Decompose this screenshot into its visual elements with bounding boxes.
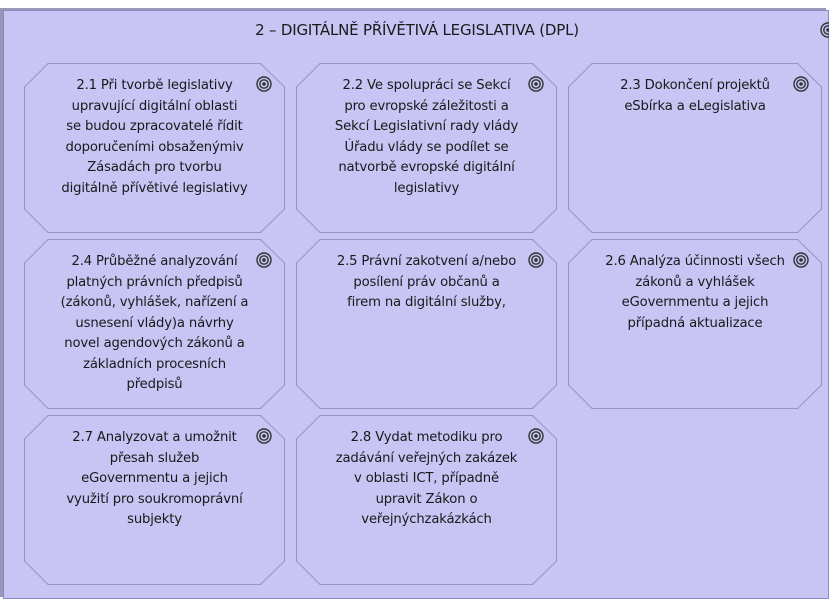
card-text: 2.2 Ve spolupráci se Sekcí pro evropské … xyxy=(334,78,519,196)
target-icon[interactable] xyxy=(793,252,809,268)
target-icon[interactable] xyxy=(528,252,544,268)
card-2-4[interactable]: 2.4 Průběžné analyzování platných právní… xyxy=(24,239,285,409)
panel-title: 2 – DIGITÁLNĚ PŘÍVĚTIVÁ LEGISLATIVA (DPL… xyxy=(255,21,579,39)
card-text: 2.6 Analýza účinnosti všech zákonů a vyh… xyxy=(605,254,785,331)
target-icon[interactable] xyxy=(528,428,544,444)
dpl-panel: 2 – DIGITÁLNĚ PŘÍVĚTIVÁ LEGISLATIVA (DPL… xyxy=(3,10,829,599)
card-2-5[interactable]: 2.5 Právní zakotvení a/nebo posílení prá… xyxy=(296,239,557,409)
card-2-6[interactable]: 2.6 Analýza účinnosti všech zákonů a vyh… xyxy=(568,239,822,409)
card-text: 2.7 Analyzovat a umožnit přesah služeb e… xyxy=(66,430,243,527)
card-text: 2.4 Průběžné analyzování platných právní… xyxy=(60,254,249,392)
card-2-8[interactable]: 2.8 Vydat metodiku pro zadávání veřejnýc… xyxy=(296,415,557,585)
target-icon[interactable] xyxy=(256,252,272,268)
card-2-7[interactable]: 2.7 Analyzovat a umožnit přesah služeb e… xyxy=(24,415,285,585)
card-text: 2.3 Dokončení projektů eSbírka a eLegisl… xyxy=(620,78,770,114)
card-2-3[interactable]: 2.3 Dokončení projektů eSbírka a eLegisl… xyxy=(568,63,822,233)
target-icon[interactable] xyxy=(528,76,544,92)
target-icon[interactable] xyxy=(820,22,829,38)
target-icon[interactable] xyxy=(256,76,272,92)
card-text: 2.8 Vydat metodiku pro zadávání veřejnýc… xyxy=(335,430,518,527)
card-text: 2.1 Při tvorbě legislativy upravující di… xyxy=(61,78,248,196)
card-2-2[interactable]: 2.2 Ve spolupráci se Sekcí pro evropské … xyxy=(296,63,557,233)
card-2-1[interactable]: 2.1 Při tvorbě legislativy upravující di… xyxy=(24,63,285,233)
target-icon[interactable] xyxy=(256,428,272,444)
card-text: 2.5 Právní zakotvení a/nebo posílení prá… xyxy=(336,254,517,310)
target-icon[interactable] xyxy=(793,76,809,92)
